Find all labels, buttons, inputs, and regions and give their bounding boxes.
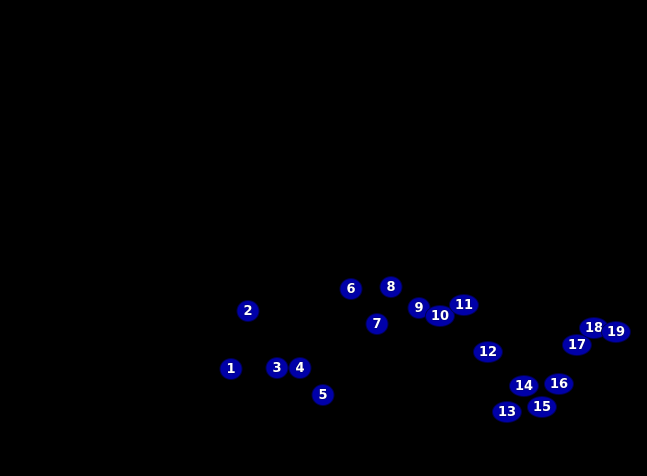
annotation-marker-13[interactable]: 13 xyxy=(491,401,523,423)
annotation-marker-3[interactable]: 3 xyxy=(265,357,289,379)
annotation-marker-16[interactable]: 16 xyxy=(543,373,575,395)
annotation-marker-1[interactable]: 1 xyxy=(219,358,243,380)
annotation-marker-19[interactable]: 19 xyxy=(600,321,632,343)
annotation-marker-7[interactable]: 7 xyxy=(365,313,389,335)
annotation-marker-14[interactable]: 14 xyxy=(508,375,540,397)
annotation-marker-10[interactable]: 10 xyxy=(424,305,456,327)
annotation-marker-4[interactable]: 4 xyxy=(288,357,312,379)
annotation-marker-5[interactable]: 5 xyxy=(311,384,335,406)
annotation-marker-6[interactable]: 6 xyxy=(339,278,363,300)
annotation-marker-8[interactable]: 8 xyxy=(379,276,403,298)
annotation-marker-12[interactable]: 12 xyxy=(472,341,504,363)
annotation-marker-11[interactable]: 11 xyxy=(448,294,480,316)
annotation-marker-17[interactable]: 17 xyxy=(561,334,593,356)
annotation-marker-2[interactable]: 2 xyxy=(236,300,260,322)
annotation-marker-15[interactable]: 15 xyxy=(526,396,558,418)
